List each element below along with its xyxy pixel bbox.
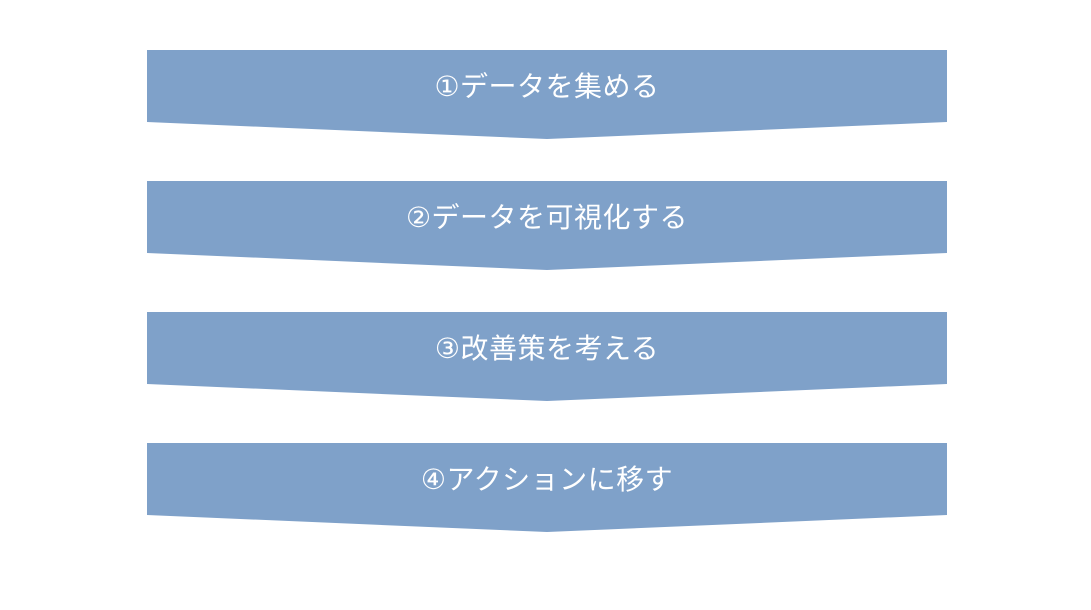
- step-4-label: ④アクションに移す: [420, 463, 674, 496]
- step-1-chevron-shape: [147, 50, 947, 139]
- step-2-label: ②データを可視化する: [405, 201, 689, 234]
- step-3-label: ③改善策を考える: [434, 332, 660, 365]
- step-4-chevron-shape: [147, 443, 947, 532]
- step-4-chevron: ④アクションに移す: [147, 443, 947, 533]
- step-1-label: ①データを集める: [434, 70, 660, 103]
- step-2-chevron-shape: [147, 181, 947, 270]
- step-3-chevron-shape: [147, 312, 947, 401]
- step-3-chevron: ③改善策を考える: [147, 312, 947, 402]
- step-1-chevron: ①データを集める: [147, 50, 947, 140]
- step-2-chevron: ②データを可視化する: [147, 181, 947, 271]
